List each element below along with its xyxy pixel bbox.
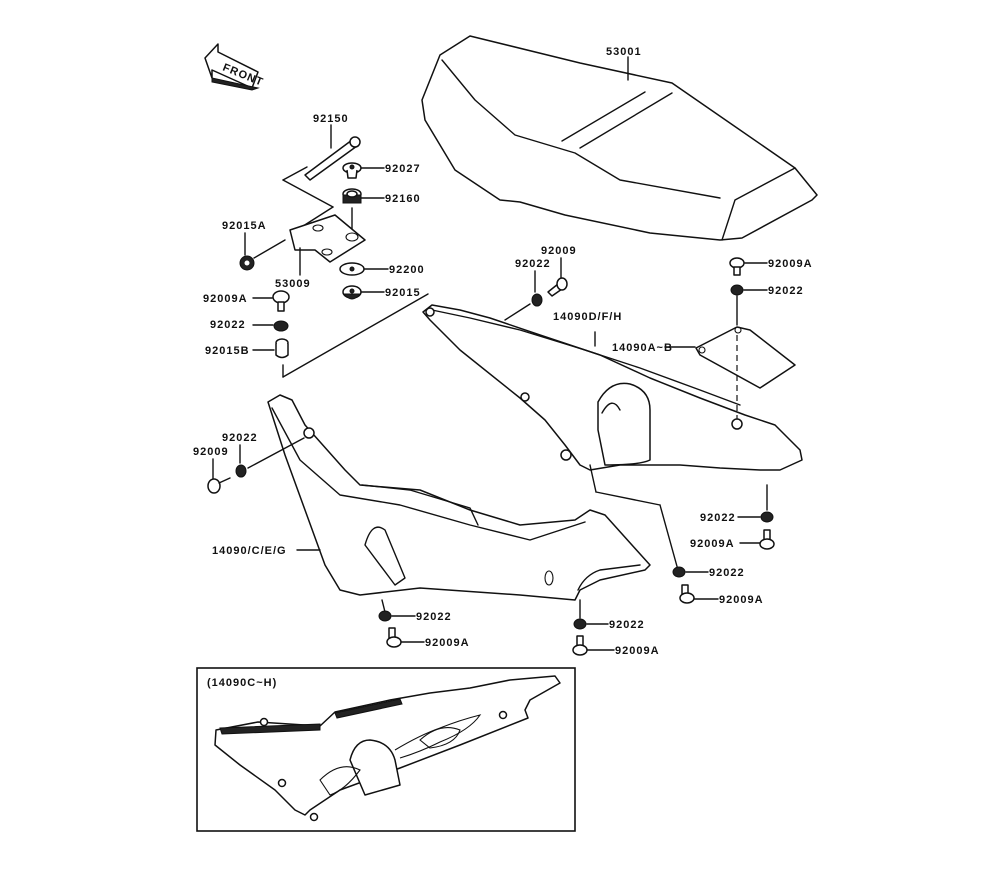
- label-92009A-left: 92009A: [203, 293, 248, 305]
- plate-14090A-B: 14090A~B: [612, 326, 796, 430]
- collar-92027: 92027: [342, 162, 421, 179]
- label-92009A-right-1: 92009A: [690, 538, 735, 550]
- nut-92022-bottom-left: 92022: [378, 599, 452, 623]
- label-92022-bottom-right: 92022: [609, 619, 645, 631]
- bolt-92009A-right-2: 92009A: [679, 584, 764, 606]
- bolt-92009A-right-top: 92009A: [729, 257, 813, 276]
- inset-label: (14090C~H): [207, 677, 277, 689]
- label-92009A-bottom-right: 92009A: [615, 645, 660, 657]
- label-14090-DFH: 14090D/F/H: [553, 311, 622, 323]
- bolt-92150: 92150: [282, 113, 361, 229]
- label-92015A: 92015A: [222, 220, 267, 232]
- label-92009-mid-left: 92009: [193, 446, 229, 458]
- bolt-92009A-left: 92009A: [203, 290, 290, 312]
- label-92160: 92160: [385, 193, 421, 205]
- label-53009: 53009: [275, 278, 311, 290]
- bolt-92009-top: 92009: [541, 245, 577, 297]
- label-92009A-bottom-left: 92009A: [425, 637, 470, 649]
- nut-92022-mid-left: 92022: [222, 432, 258, 478]
- bolt-92009A-bottom-right: 92009A: [572, 635, 660, 657]
- label-92015B: 92015B: [205, 345, 250, 357]
- nut-92015A: 92015A: [222, 220, 286, 271]
- bolt-92009-mid-left: 92009: [193, 446, 231, 494]
- label-92027: 92027: [385, 163, 421, 175]
- nut-92015B: 92015B: [205, 338, 289, 359]
- label-92022-bottom-left: 92022: [416, 611, 452, 623]
- label-92022-mid-left: 92022: [222, 432, 258, 444]
- side-cover-left: 14090/C/E/G: [212, 394, 651, 601]
- side-cover-right: 14090D/F/H: [422, 304, 803, 571]
- label-92150: 92150: [313, 113, 349, 125]
- label-92009A-right-top: 92009A: [768, 258, 813, 270]
- label-14090-CEG: 14090/C/E/G: [212, 545, 287, 557]
- label-92015: 92015: [385, 287, 421, 299]
- label-92022-top: 92022: [515, 258, 551, 270]
- label-92022-right-top: 92022: [768, 285, 804, 297]
- nut-92022-right-top: 92022: [730, 284, 804, 326]
- nut-92022-bottom-right: 92022: [573, 599, 645, 631]
- front-arrow-icon: FRONT: [204, 43, 265, 91]
- nut-92022-top: 92022: [504, 258, 551, 321]
- damper-92160: 92160: [342, 188, 421, 231]
- nut-92022-right-2: 92022: [672, 566, 745, 579]
- label-53001: 53001: [606, 46, 642, 58]
- seat: 53001: [421, 35, 818, 241]
- label-92009-top: 92009: [541, 245, 577, 257]
- bolt-92009A-right-1: 92009A: [690, 529, 775, 550]
- nut-92022-left: 92022: [210, 319, 289, 332]
- label-92022-right-2: 92022: [709, 567, 745, 579]
- inset-box: (14090C~H): [196, 667, 576, 832]
- grommet-92015: 92015: [282, 285, 429, 378]
- label-92022-left: 92022: [210, 319, 246, 331]
- label-92009A-right-2: 92009A: [719, 594, 764, 606]
- nut-92022-right-1: 92022: [700, 484, 774, 524]
- washer-92200: 92200: [339, 262, 425, 276]
- bolt-92009A-bottom-left: 92009A: [386, 627, 470, 649]
- label-92022-right-1: 92022: [700, 512, 736, 524]
- label-14090A-B: 14090A~B: [612, 342, 673, 354]
- label-92200: 92200: [389, 264, 425, 276]
- bracket-53009: 53009: [275, 214, 366, 290]
